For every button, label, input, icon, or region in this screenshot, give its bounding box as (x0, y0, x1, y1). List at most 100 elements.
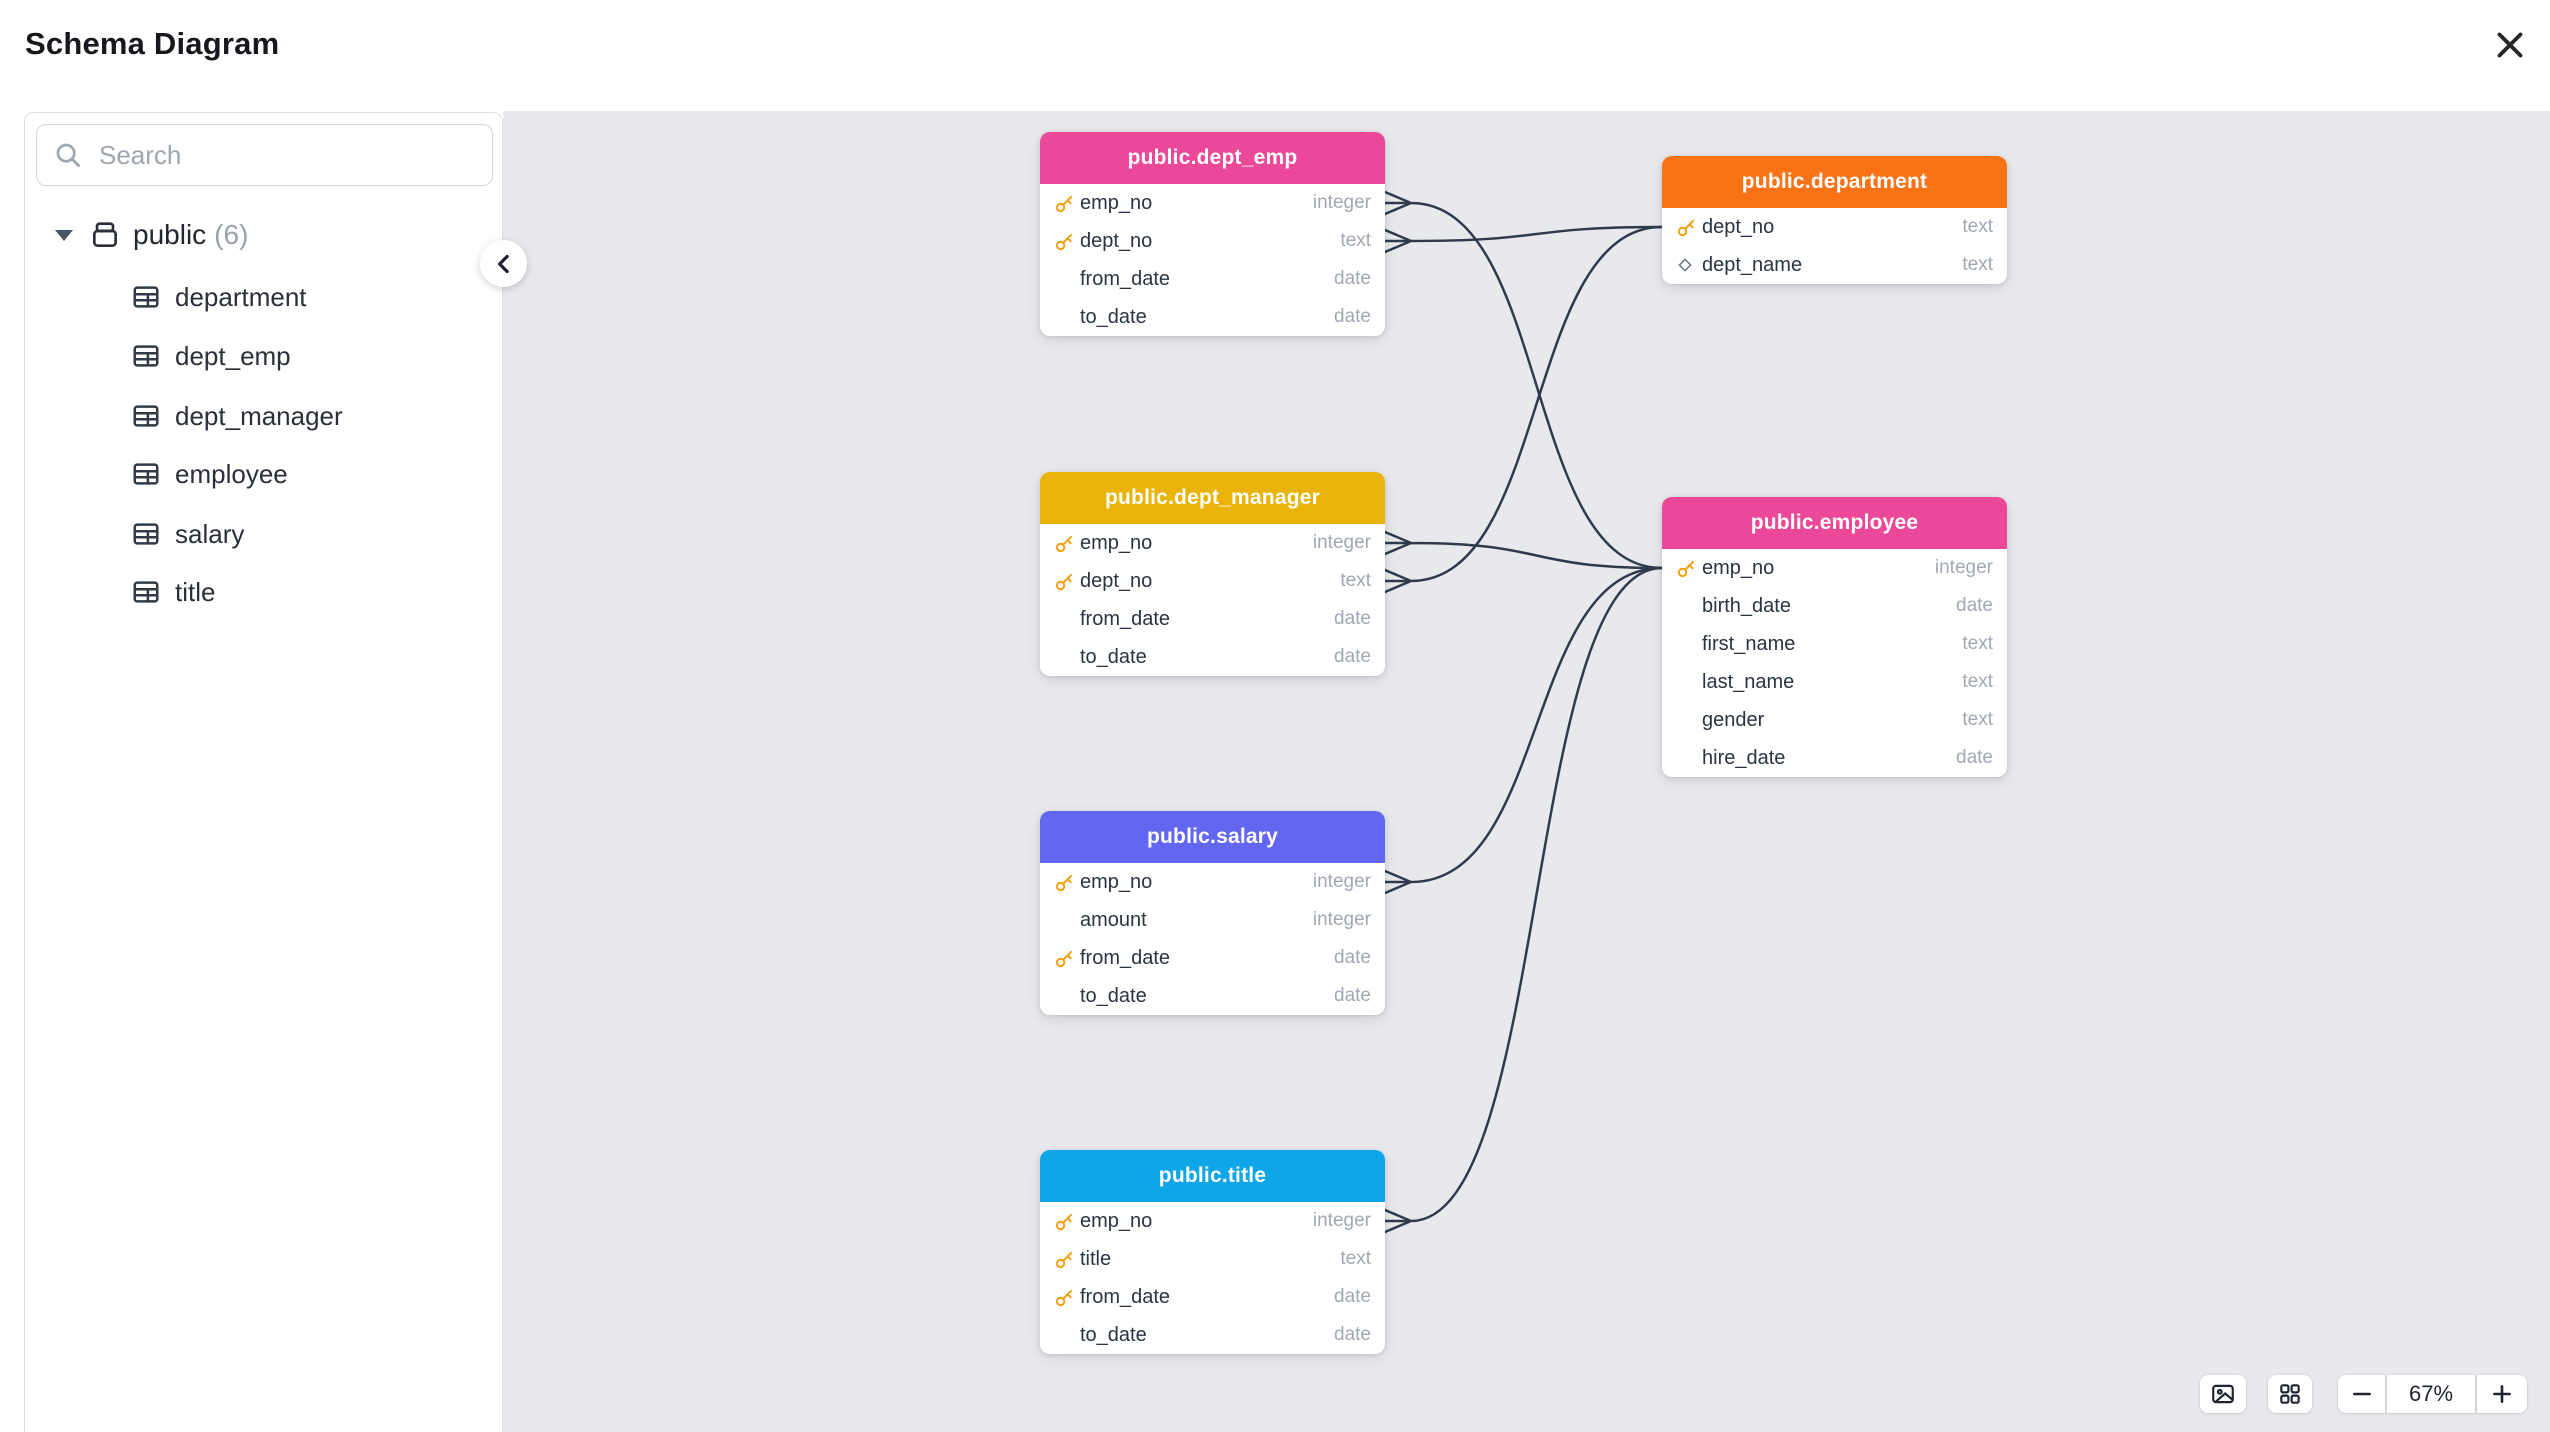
column-row: amount integer (1040, 901, 1385, 939)
table-node-header[interactable]: public.title (1040, 1150, 1385, 1202)
column-type: date (1334, 608, 1371, 629)
column-name: gender (1702, 708, 1765, 731)
column-name: dept_no (1080, 229, 1153, 252)
minus-icon (2349, 1381, 2375, 1407)
chevron-left-icon (489, 249, 519, 279)
column-name: birth_date (1702, 594, 1791, 617)
sidebar-item-dept_manager[interactable]: dept_manager (131, 396, 343, 436)
caret-down-icon[interactable] (55, 229, 73, 241)
column-name: to_date (1080, 645, 1147, 668)
export-image-button[interactable] (2200, 1375, 2246, 1413)
column-name: emp_no (1080, 1209, 1153, 1232)
sidebar-collapse-button[interactable] (480, 240, 527, 287)
column-row: dept_no text (1662, 208, 2007, 246)
column-type: text (1962, 709, 1993, 730)
column-row: dept_no text (1040, 562, 1385, 600)
column-row: emp_no integer (1040, 863, 1385, 901)
column-type: date (1956, 747, 1993, 768)
column-name: from_date (1080, 267, 1171, 290)
sidebar-item-salary[interactable]: salary (131, 514, 244, 554)
sidebar-item-title[interactable]: title (131, 572, 215, 612)
column-name: emp_no (1702, 556, 1775, 579)
table-icon (131, 519, 161, 549)
search-box (36, 124, 493, 186)
edge-title-employee (1383, 566, 1664, 1234)
table-node-dept_manager[interactable]: public.dept_manager emp_no integer dept_… (1040, 472, 1385, 676)
table-node-dept_emp[interactable]: public.dept_emp emp_no integer dept_no t… (1040, 132, 1385, 336)
column-row: gender text (1662, 701, 2007, 739)
sidebar-item-label: dept_manager (175, 400, 343, 431)
column-name: first_name (1702, 632, 1796, 655)
zoom-out-button[interactable] (2338, 1375, 2385, 1413)
column-row: emp_no integer (1040, 524, 1385, 562)
column-name: to_date (1080, 1323, 1147, 1346)
column-type: text (1962, 254, 1993, 275)
canvas-controls: 67% (2200, 1375, 2527, 1413)
column-row: to_date date (1040, 638, 1385, 676)
table-icon (131, 459, 161, 489)
primary-key-icon (1054, 947, 1080, 969)
primary-key-icon (1676, 216, 1702, 238)
table-node-header[interactable]: public.department (1662, 156, 2007, 208)
column-type: date (1334, 268, 1371, 289)
column-row: hire_date date (1662, 739, 2007, 777)
schema-count: (6) (214, 219, 249, 250)
table-node-header[interactable]: public.dept_emp (1040, 132, 1385, 184)
edge-dept_manager-employee (1383, 530, 1664, 570)
column-row: birth_date date (1662, 587, 2007, 625)
column-name: from_date (1080, 1285, 1171, 1308)
column-name: from_date (1080, 946, 1171, 969)
search-icon (53, 140, 83, 170)
sidebar: public (6) department dept_emp dept_mana… (24, 112, 503, 1432)
sidebar-item-schema-public[interactable]: public (6) (55, 217, 248, 253)
sidebar-item-dept_emp[interactable]: dept_emp (131, 336, 291, 376)
sidebar-item-department[interactable]: department (131, 277, 307, 317)
zoom-in-button[interactable] (2477, 1375, 2527, 1413)
schema-icon (89, 219, 121, 251)
search-input[interactable] (97, 138, 476, 172)
titlebar: Schema Diagram (0, 0, 2550, 111)
column-name: to_date (1080, 984, 1147, 1007)
column-type: date (1956, 595, 1993, 616)
column-row: dept_name text (1662, 246, 2007, 284)
diagram-canvas[interactable]: public.dept_emp emp_no integer dept_no t… (503, 111, 2550, 1432)
sidebar-item-label: title (175, 576, 216, 607)
column-type: text (1962, 633, 1993, 654)
table-node-department[interactable]: public.department dept_no text dept_name… (1662, 156, 2007, 284)
column-row: from_date date (1040, 260, 1385, 298)
sidebar-item-label: department (175, 281, 307, 312)
primary-key-icon (1054, 532, 1080, 554)
primary-key-icon (1054, 192, 1080, 214)
table-node-header[interactable]: public.dept_manager (1040, 472, 1385, 524)
column-type: integer (1312, 871, 1371, 892)
sidebar-item-label: employee (175, 458, 288, 489)
table-node-header[interactable]: public.salary (1040, 811, 1385, 863)
table-icon (131, 577, 161, 607)
edge-dept_emp-employee (1383, 190, 1664, 570)
column-row: from_date date (1040, 1278, 1385, 1316)
column-type: text (1340, 570, 1371, 591)
column-name: dept_no (1080, 569, 1153, 592)
column-row: last_name text (1662, 663, 2007, 701)
auto-layout-button[interactable] (2268, 1375, 2312, 1413)
column-name: title (1080, 1247, 1112, 1270)
plus-icon (2489, 1381, 2515, 1407)
primary-key-icon (1054, 1286, 1080, 1308)
sidebar-item-employee[interactable]: employee (131, 454, 288, 494)
table-node-header[interactable]: public.employee (1662, 497, 2007, 549)
relationship-edges-layer (1383, 190, 1664, 1234)
table-node-employee[interactable]: public.employee emp_no integer birth_dat… (1662, 497, 2007, 777)
table-node-title[interactable]: public.title emp_no integer title text f… (1040, 1150, 1385, 1354)
primary-key-icon (1054, 230, 1080, 252)
column-type: date (1334, 1286, 1371, 1307)
table-node-salary[interactable]: public.salary emp_no integer amount inte… (1040, 811, 1385, 1015)
edge-salary-employee (1383, 566, 1664, 895)
column-type: date (1334, 646, 1371, 667)
primary-key-icon (1054, 871, 1080, 893)
column-row: first_name text (1662, 625, 2007, 663)
primary-key-icon (1054, 1248, 1080, 1270)
close-button[interactable] (2486, 21, 2534, 69)
column-name: emp_no (1080, 191, 1153, 214)
grid-icon (2277, 1381, 2303, 1407)
